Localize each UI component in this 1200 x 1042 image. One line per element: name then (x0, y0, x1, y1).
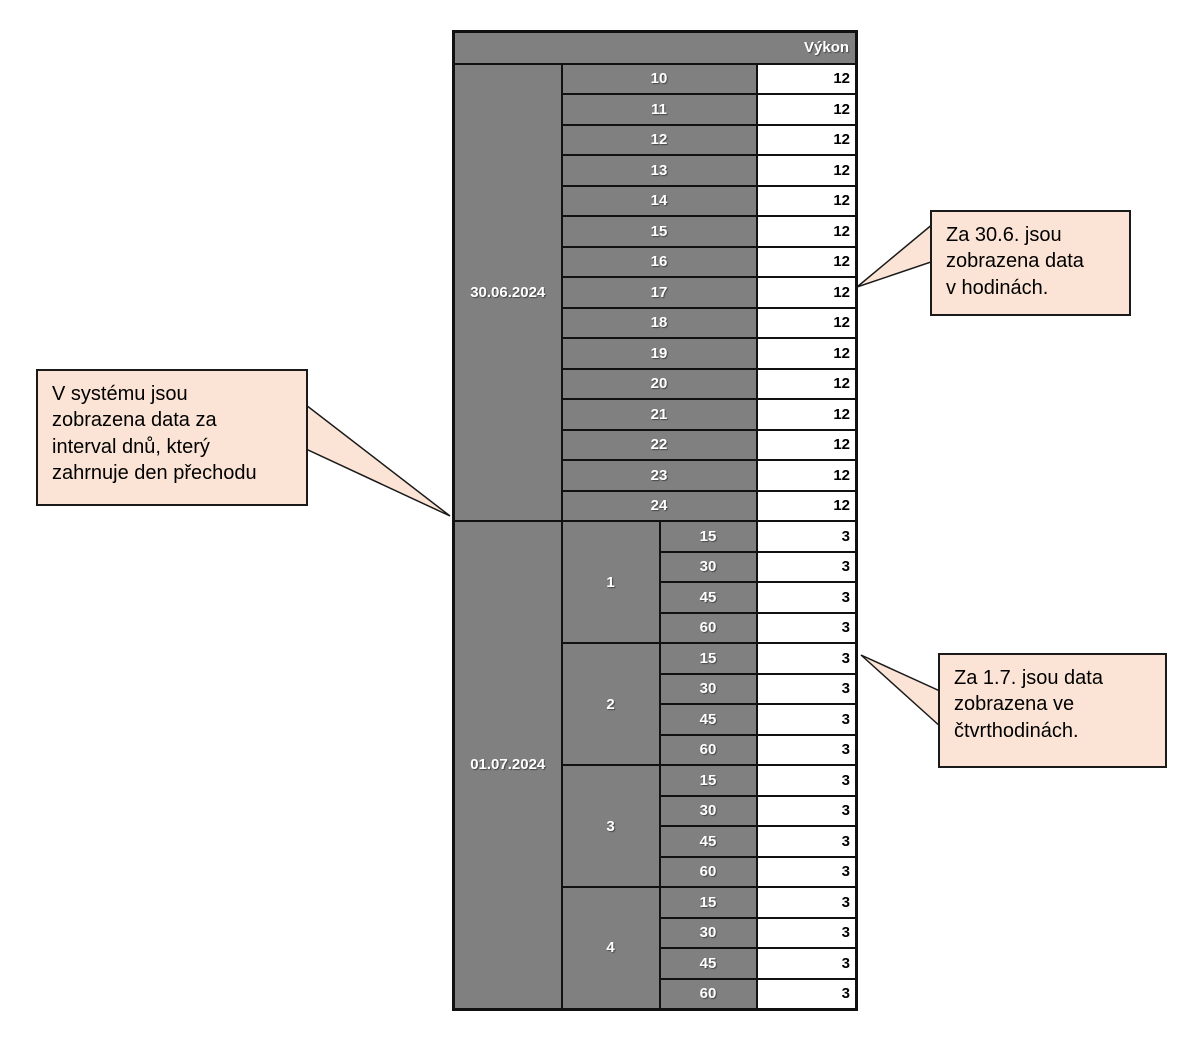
date-cell: 30.06.2024 (452, 62, 563, 522)
power-value-cell: 3 (755, 550, 858, 583)
hour-label-cell: 18 (560, 306, 758, 339)
power-value-cell: 3 (755, 947, 858, 980)
hour-label-cell: 15 (560, 215, 758, 248)
minute-label-cell: 30 (658, 794, 758, 827)
hour-label-cell: 14 (560, 184, 758, 217)
power-value-cell: 12 (755, 459, 858, 492)
power-value-cell: 3 (755, 977, 858, 1010)
minute-label-cell: 30 (658, 916, 758, 949)
hour-label-cell: 24 (560, 489, 758, 522)
power-value-cell: 12 (755, 337, 858, 370)
power-value-cell: 12 (755, 62, 858, 95)
minute-label-cell: 45 (658, 703, 758, 736)
power-value-cell: 3 (755, 886, 858, 919)
callout-tail-top-right (856, 221, 935, 288)
power-value-cell: 12 (755, 123, 858, 156)
hour-label-cell: 23 (560, 459, 758, 492)
quarter-label-cell: 1 (560, 520, 661, 644)
date-cell: 01.07.2024 (452, 520, 563, 1010)
power-value-cell: 12 (755, 93, 858, 126)
minute-label-cell: 45 (658, 581, 758, 614)
power-value-cell: 12 (755, 306, 858, 339)
power-value-cell: 3 (755, 703, 858, 736)
power-value-cell: 12 (755, 398, 858, 431)
power-value-cell: 12 (755, 276, 858, 309)
power-value-cell: 3 (755, 672, 858, 705)
hour-label-cell: 21 (560, 398, 758, 431)
power-value-cell: 12 (755, 489, 858, 522)
power-value-cell: 3 (755, 611, 858, 644)
minute-label-cell: 60 (658, 611, 758, 644)
minute-label-cell: 60 (658, 733, 758, 766)
minute-label-cell: 60 (658, 977, 758, 1010)
quarter-label-cell: 4 (560, 886, 661, 1010)
power-value-cell: 3 (755, 794, 858, 827)
hour-label-cell: 17 (560, 276, 758, 309)
power-value-cell: 3 (755, 581, 858, 614)
power-value-cell: 3 (755, 642, 858, 675)
hour-label-cell: 13 (560, 154, 758, 187)
power-value-cell: 12 (755, 184, 858, 217)
power-value-cell: 12 (755, 428, 858, 461)
minute-label-cell: 15 (658, 886, 758, 919)
power-column-header: Výkon (452, 30, 858, 65)
callout-tail-left (305, 403, 451, 517)
callout-quarter-hours-note: Za 1.7. jsou data zobrazena ve čtvrthodi… (938, 653, 1167, 768)
power-value-cell: 12 (755, 245, 858, 278)
power-value-cell: 12 (755, 367, 858, 400)
minute-label-cell: 15 (658, 642, 758, 675)
power-value-cell: 3 (755, 733, 858, 766)
minute-label-cell: 15 (658, 764, 758, 797)
power-value-cell: 3 (755, 520, 858, 553)
minute-label-cell: 15 (658, 520, 758, 553)
power-value-cell: 3 (755, 916, 858, 949)
hour-label-cell: 19 (560, 337, 758, 370)
callout-tail-bottom-right (860, 654, 943, 730)
power-value-cell: 3 (755, 825, 858, 858)
minute-label-cell: 45 (658, 825, 758, 858)
power-value-cell: 3 (755, 855, 858, 888)
callout-hours-note: Za 30.6. jsou zobrazena data v hodinách. (930, 210, 1131, 316)
callout-interval-note: V systému jsou zobrazena data za interva… (36, 369, 308, 506)
quarter-label-cell: 3 (560, 764, 661, 888)
power-value-cell: 3 (755, 764, 858, 797)
hour-label-cell: 12 (560, 123, 758, 156)
hour-label-cell: 22 (560, 428, 758, 461)
hour-label-cell: 16 (560, 245, 758, 278)
minute-label-cell: 30 (658, 672, 758, 705)
hour-label-cell: 20 (560, 367, 758, 400)
hour-label-cell: 11 (560, 93, 758, 126)
minute-label-cell: 45 (658, 947, 758, 980)
power-value-cell: 12 (755, 215, 858, 248)
minute-label-cell: 60 (658, 855, 758, 888)
hour-label-cell: 10 (560, 62, 758, 95)
quarter-label-cell: 2 (560, 642, 661, 766)
minute-label-cell: 30 (658, 550, 758, 583)
power-value-cell: 12 (755, 154, 858, 187)
